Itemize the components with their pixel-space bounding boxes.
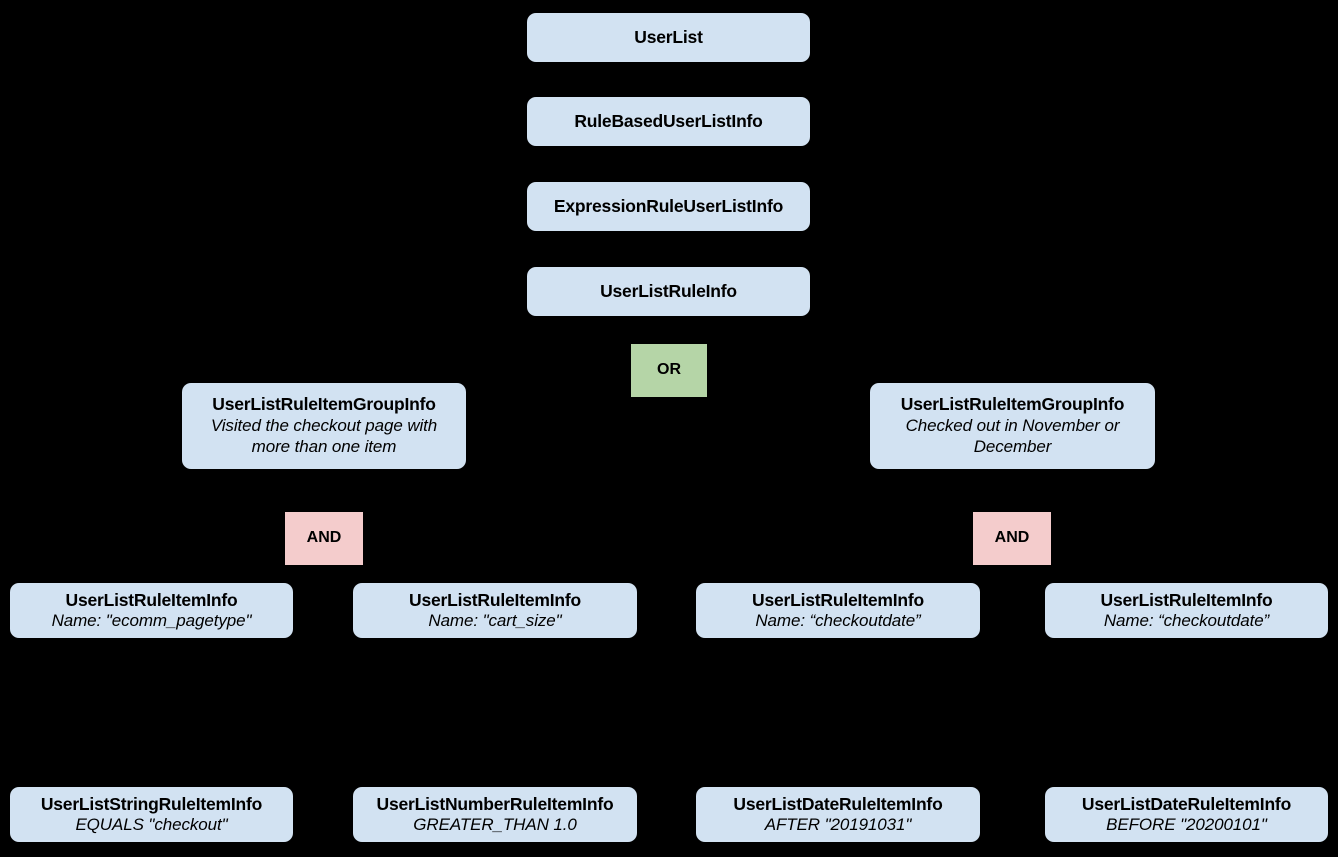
- operator-label: AND: [306, 529, 342, 547]
- node-title: UserListRuleItemInfo: [1100, 589, 1273, 610]
- node-subtitle: Name: "ecomm_pagetype": [51, 611, 252, 631]
- node-title: ExpressionRuleUserListInfo: [553, 196, 784, 217]
- operator-label: OR: [657, 361, 681, 379]
- node-subtitle: EQUALS "checkout": [75, 815, 228, 835]
- node-and-left[interactable]: AND: [285, 512, 363, 565]
- node-userlistruleinfo[interactable]: UserListRuleInfo: [527, 267, 810, 316]
- node-subtitle: BEFORE "20200101": [1106, 815, 1267, 835]
- node-rulebaseduserlistinfo[interactable]: RuleBasedUserListInfo: [527, 97, 810, 146]
- node-title: RuleBasedUserListInfo: [574, 111, 763, 132]
- node-subtitle: Visited the checkout page with more than…: [210, 416, 438, 456]
- node-title: UserList: [634, 27, 703, 48]
- operator-label: AND: [994, 529, 1030, 547]
- node-title: UserListDateRuleItemInfo: [733, 793, 943, 814]
- node-or-op[interactable]: OR: [631, 344, 707, 397]
- node-and-right[interactable]: AND: [973, 512, 1051, 565]
- node-subtitle: Name: “checkoutdate”: [755, 611, 921, 631]
- node-title: UserListRuleInfo: [600, 281, 737, 302]
- node-title: UserListStringRuleItemInfo: [40, 793, 263, 814]
- node-subtitle: Name: “checkoutdate”: [1103, 611, 1270, 631]
- node-title: UserListDateRuleItemInfo: [1081, 793, 1292, 814]
- node-subtitle: GREATER_THAN 1.0: [413, 815, 577, 835]
- node-subtitle: Checked out in November or December: [905, 416, 1120, 456]
- node-expressionruleuserlistinfo[interactable]: ExpressionRuleUserListInfo: [527, 182, 810, 231]
- node-title: UserListNumberRuleItemInfo: [376, 793, 614, 814]
- node-title: UserListRuleItemInfo: [65, 589, 238, 610]
- node-title: UserListRuleItemGroupInfo: [900, 394, 1125, 415]
- node-subtitle: AFTER "20191031": [764, 815, 912, 835]
- node-subtitle: Name: "cart_size": [428, 611, 562, 631]
- node-title: UserListRuleItemGroupInfo: [212, 394, 436, 415]
- node-title: UserListRuleItemInfo: [752, 589, 924, 610]
- node-title: UserListRuleItemInfo: [409, 589, 581, 610]
- node-userlist[interactable]: UserList: [527, 13, 810, 62]
